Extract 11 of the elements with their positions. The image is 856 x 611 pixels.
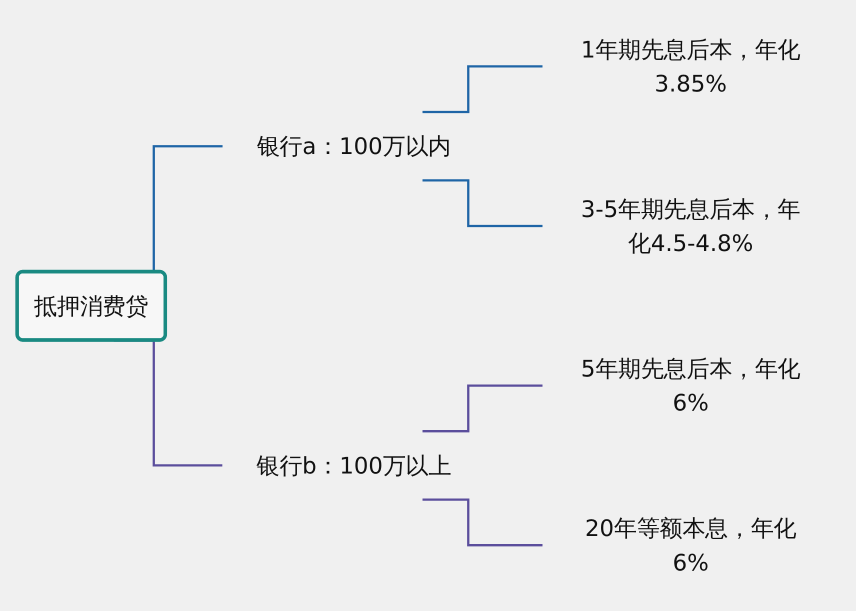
connector (422, 384, 542, 432)
node-text: 银行b：100万以上 (256, 451, 452, 479)
node-text: 3-5年期先息后本，年化4.5-4.8% (580, 194, 800, 256)
mind-map-drawing: 抵押消费贷 银行a：100万以内 1年期先息后本，年化3.85% 3-5年期先息后本，年化4.5-4.8% 银行b：100万以上 5年期先息后本，年化6% 20年等额本息，年化6% (8, 6, 848, 606)
node-text: 1年期先息后本，年化3.85% (580, 35, 801, 97)
connector (422, 498, 542, 546)
node-text: 20年等额本息，年化6% (584, 514, 796, 576)
node-text: 银行a：100万以内 (256, 132, 452, 160)
connector (422, 178, 542, 227)
connector (422, 64, 542, 113)
node-text: 5年期先息后本，年化6% (580, 354, 801, 416)
